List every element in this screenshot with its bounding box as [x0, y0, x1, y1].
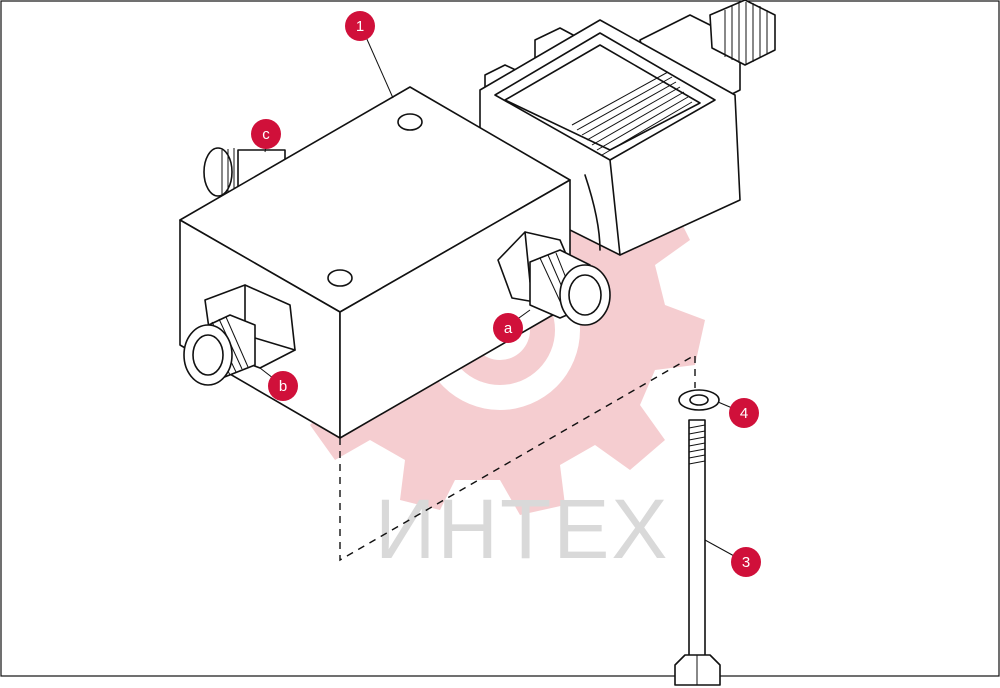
svg-text:4: 4	[740, 405, 748, 422]
svg-text:c: c	[262, 126, 270, 143]
bolt	[674, 419, 721, 686]
svg-text:b: b	[279, 378, 287, 395]
svg-text:a: a	[504, 320, 513, 337]
svg-text:1: 1	[356, 18, 364, 35]
callout-c: c	[251, 119, 281, 149]
callout-a: a	[493, 313, 523, 343]
callout-1: 1	[345, 11, 375, 41]
callout-b: b	[268, 371, 298, 401]
callout-3: 3	[731, 547, 761, 577]
washer	[678, 389, 720, 411]
callout-4: 4	[729, 398, 759, 428]
svg-text:3: 3	[742, 554, 750, 571]
port-a-fitting	[497, 231, 611, 326]
watermark-text: ИНТЕХ	[375, 482, 669, 576]
port-b-fitting	[183, 284, 296, 386]
assembly-dashed-lines	[339, 353, 696, 562]
